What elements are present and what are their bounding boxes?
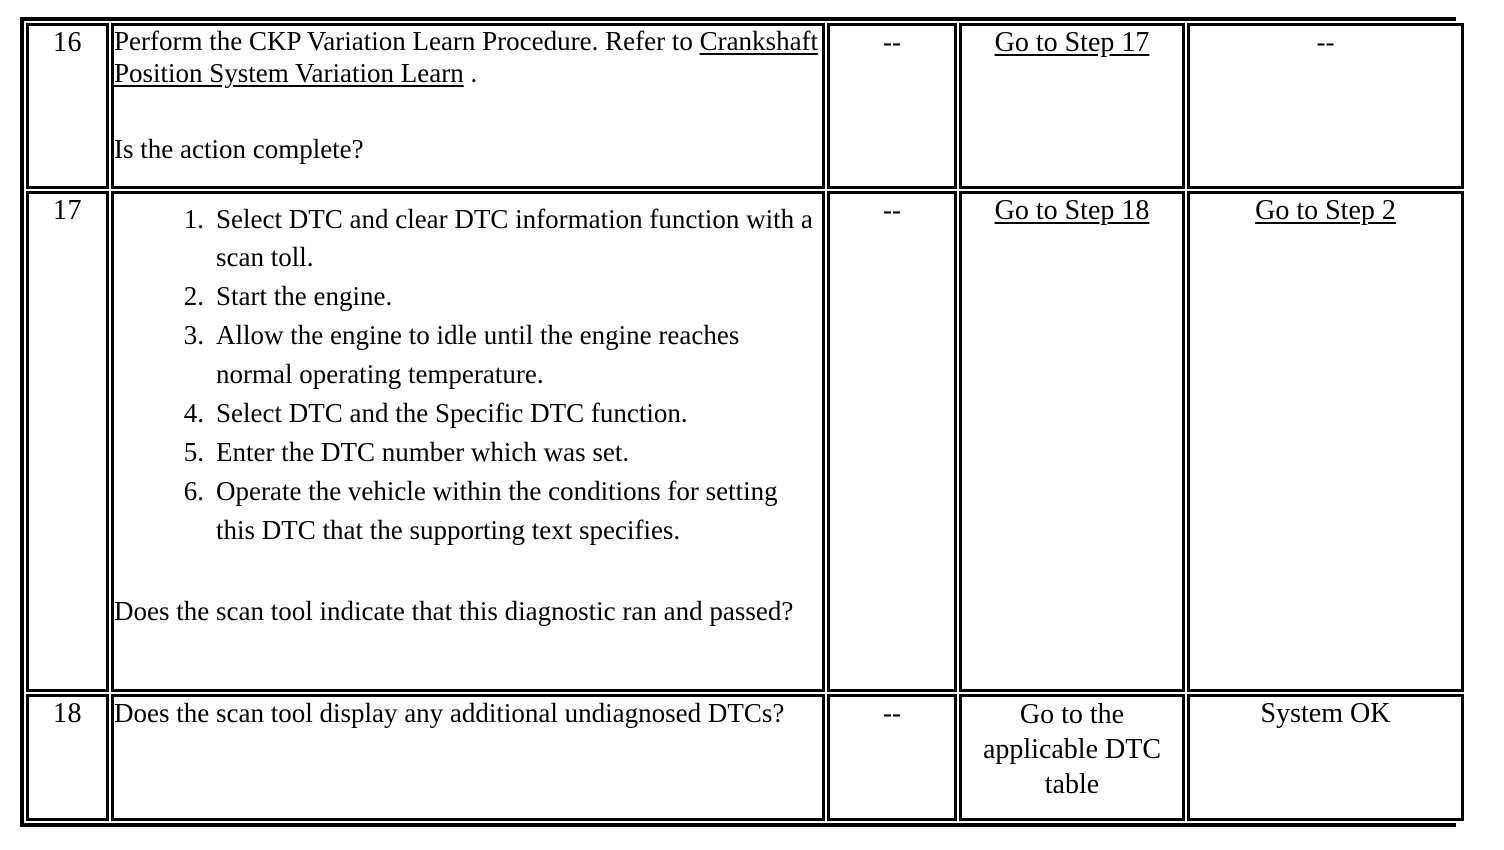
step-number-cell-17: 17	[26, 190, 109, 692]
diagnostic-table-frame: 16 Perform the CKP Variation Learn Proce…	[20, 17, 1466, 827]
no-goto-link[interactable]: Go to Step 2	[1255, 194, 1396, 226]
action-step-list: Select DTC and clear DTC information fun…	[114, 200, 822, 550]
action-paragraph: Perform the CKP Variation Learn Procedur…	[114, 26, 822, 90]
yes-goto-link[interactable]: Go to Step 17	[994, 27, 1150, 58]
step-number: 17	[53, 194, 82, 226]
step-number: 18	[53, 697, 82, 729]
yes-cell-17: Go to Step 18	[959, 190, 1185, 692]
list-item: Operate the vehicle within the condition…	[170, 472, 778, 545]
action-question: Is the action complete?	[114, 133, 364, 164]
action-cell-18: Does the scan tool display any additiona…	[111, 693, 825, 821]
step-number: 16	[53, 27, 82, 58]
no-cell-16: --	[1187, 23, 1464, 189]
yes-cell-16: Go to Step 17	[959, 23, 1185, 189]
value-cell-18: --	[827, 693, 957, 821]
paragraph-spacer	[114, 90, 822, 134]
value-cell-17: --	[827, 190, 957, 692]
diagnostic-procedure-table: 16 Perform the CKP Variation Learn Proce…	[24, 21, 1466, 823]
action-question: Does the scan tool display any additiona…	[114, 697, 785, 728]
list-item: Enter the DTC number which was set.	[170, 433, 630, 472]
value-text: --	[883, 697, 901, 728]
action-cell-16: Perform the CKP Variation Learn Procedur…	[111, 23, 825, 189]
yes-cell-18: Go to the applicable DTC table	[959, 693, 1185, 821]
action-question: Does the scan tool indicate that this di…	[114, 596, 794, 627]
value-text: --	[883, 27, 901, 57]
no-text: --	[1316, 27, 1335, 57]
list-item: Select DTC and clear DTC information fun…	[170, 200, 813, 273]
no-text: System OK	[1260, 697, 1391, 729]
table-row: 16 Perform the CKP Variation Learn Proce…	[26, 23, 1464, 189]
no-cell-18: System OK	[1187, 693, 1464, 821]
value-cell-16: --	[827, 23, 957, 189]
yes-goto-link[interactable]: Go to Step 18	[994, 194, 1150, 226]
step-number-cell-18: 18	[26, 693, 109, 821]
table-row: 18 Does the scan tool display any additi…	[26, 693, 1464, 821]
yes-text: Go to the applicable DTC table	[982, 698, 1162, 801]
list-item: Allow the engine to idle until the engin…	[170, 316, 740, 390]
action-text-after-link: .	[463, 57, 478, 88]
no-cell-17: Go to Step 2	[1187, 190, 1464, 692]
action-cell-17: Select DTC and clear DTC information fun…	[111, 190, 825, 692]
step-number-cell-16: 16	[26, 23, 109, 189]
value-text: --	[883, 194, 901, 225]
list-item: Select DTC and the Specific DTC function…	[170, 394, 688, 433]
table-row: 17 Select DTC and clear DTC information …	[26, 190, 1464, 692]
action-text-before-link: Perform the CKP Variation Learn Procedur…	[114, 26, 700, 56]
list-item: Start the engine.	[170, 277, 393, 316]
procedure-reference-link[interactable]: Crankshaft Position System Variation Lea…	[114, 26, 819, 88]
